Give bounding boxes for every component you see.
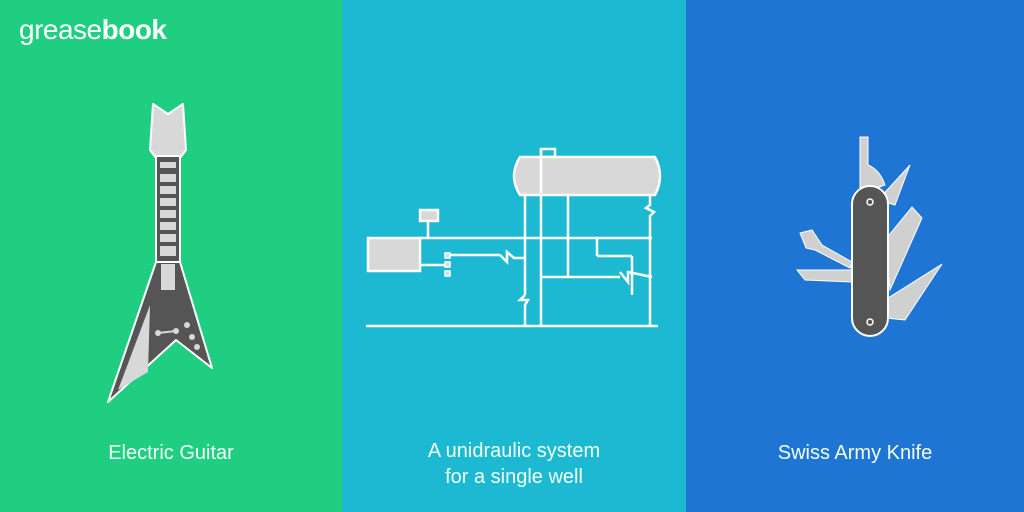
brand-logo: greasebook [19, 14, 167, 45]
electric-guitar-icon [107, 103, 213, 403]
panel-electric-guitar: greasebook Electric Guitar [0, 0, 342, 512]
caption-hydraulic-line1: A unidraulic system [427, 440, 601, 462]
hydraulic-system-diagram [366, 147, 662, 328]
caption-swiss-army-knife: Swiss Army Knife [777, 442, 933, 464]
caption-hydraulic-line2: for a single well [445, 466, 583, 488]
panel-swiss-army-knife: Swiss Army Knife [686, 0, 1024, 512]
swiss-army-knife-icon [795, 136, 943, 337]
caption-electric-guitar: Electric Guitar [108, 442, 234, 464]
panel-hydraulic-system: A unidraulic system for a single well [342, 0, 686, 512]
